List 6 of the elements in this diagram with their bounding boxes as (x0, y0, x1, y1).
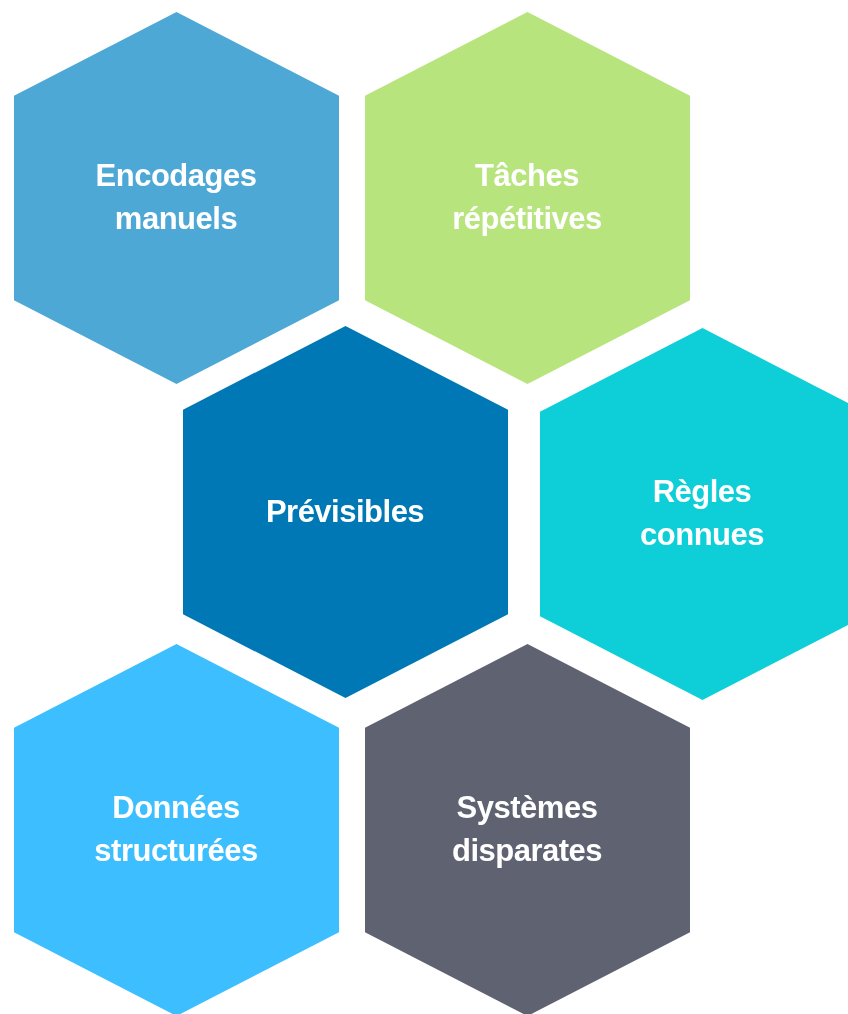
hexagon-label: Prévisibles (264, 492, 426, 531)
hexagon-label: Encodages manuels (94, 157, 258, 238)
hexagon-label: Systèmes disparates (450, 789, 604, 870)
hexagon-label: Données structurées (93, 789, 259, 870)
hexagon-label: Tâches répétitives (451, 157, 603, 238)
hexagon-label: Règles connues (639, 473, 765, 554)
